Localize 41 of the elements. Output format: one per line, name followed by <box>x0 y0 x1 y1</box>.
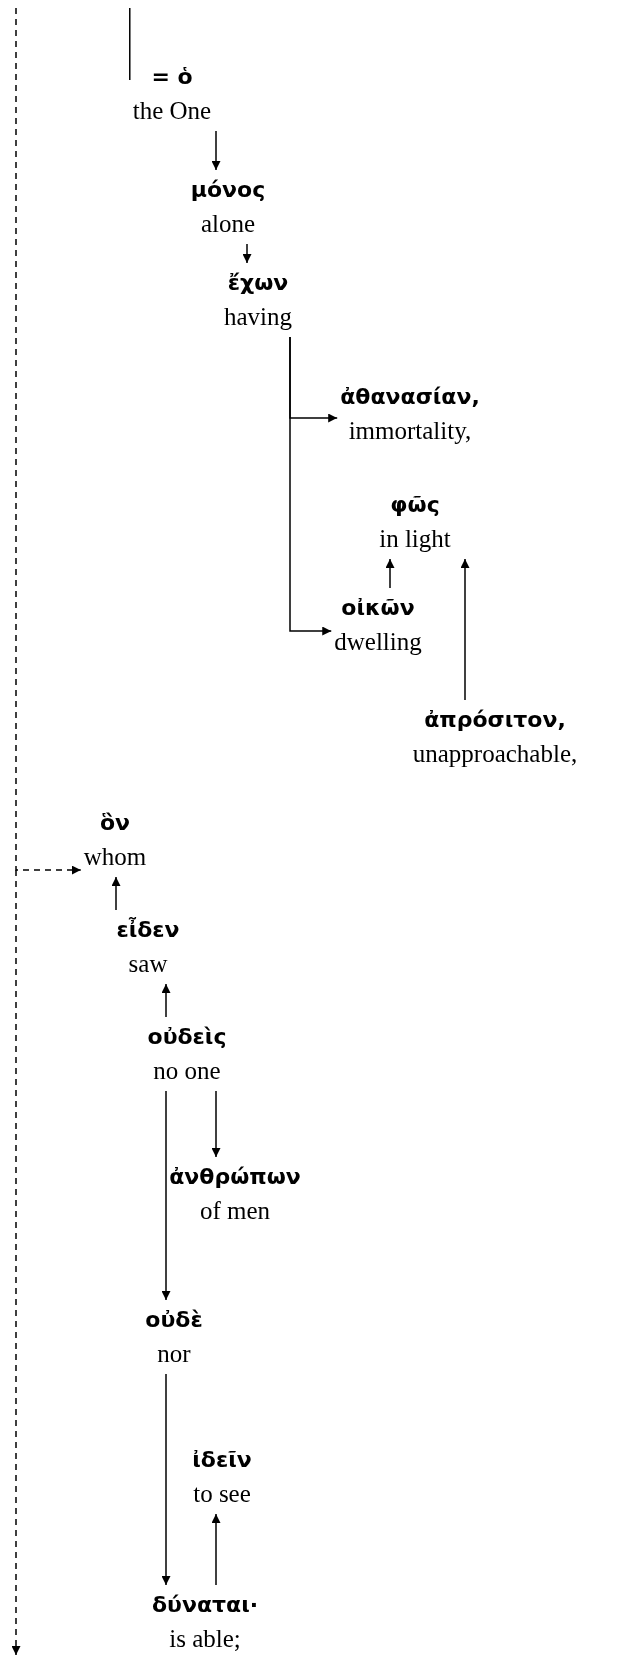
arrow <box>242 243 252 264</box>
arrow <box>161 983 171 1018</box>
greek-word: εἶδεν <box>116 916 180 944</box>
english-gloss: to see <box>193 1479 251 1509</box>
greek-word: ἔχων <box>227 269 289 297</box>
greek-word: = ὁ <box>151 63 193 91</box>
arrow <box>161 1090 171 1301</box>
arrow <box>15 7 82 875</box>
arrow <box>111 876 121 911</box>
english-gloss: saw <box>128 949 168 979</box>
arrow <box>460 558 470 701</box>
english-gloss: alone <box>200 209 256 239</box>
arrow <box>289 336 332 636</box>
arrow <box>385 558 395 589</box>
english-gloss: immortality, <box>348 416 472 446</box>
arrow <box>211 1090 221 1158</box>
greek-word: δύναται· <box>151 1591 259 1619</box>
greek-word: οἰκῶν <box>341 594 415 622</box>
english-gloss: of men <box>199 1196 271 1226</box>
greek-word: μόνος <box>190 176 266 204</box>
greek-word: ἀνθρώπων <box>169 1163 301 1191</box>
english-gloss: dwelling <box>334 627 422 657</box>
english-gloss: no one <box>153 1056 221 1086</box>
english-gloss: having <box>224 302 292 332</box>
greek-word: φῶς <box>390 491 440 519</box>
greek-word: ἀθανασίαν, <box>340 383 480 411</box>
english-gloss: is able; <box>169 1624 241 1654</box>
arrow <box>211 1513 221 1586</box>
english-gloss: nor <box>157 1339 191 1369</box>
greek-word: οὐδεὶς <box>147 1023 227 1051</box>
arrow <box>161 1373 171 1586</box>
arrow <box>211 130 221 171</box>
english-gloss: whom <box>83 842 147 872</box>
english-gloss: the One <box>132 96 212 126</box>
connector-line <box>129 7 131 81</box>
english-gloss: in light <box>379 524 451 554</box>
english-gloss: unapproachable, <box>412 739 578 769</box>
greek-word: οὐδὲ <box>145 1306 203 1334</box>
greek-word: ἰδεῖν <box>192 1446 252 1474</box>
greek-word: ὃν <box>99 809 131 837</box>
greek-word: ἀπρόσιτον, <box>424 706 566 734</box>
